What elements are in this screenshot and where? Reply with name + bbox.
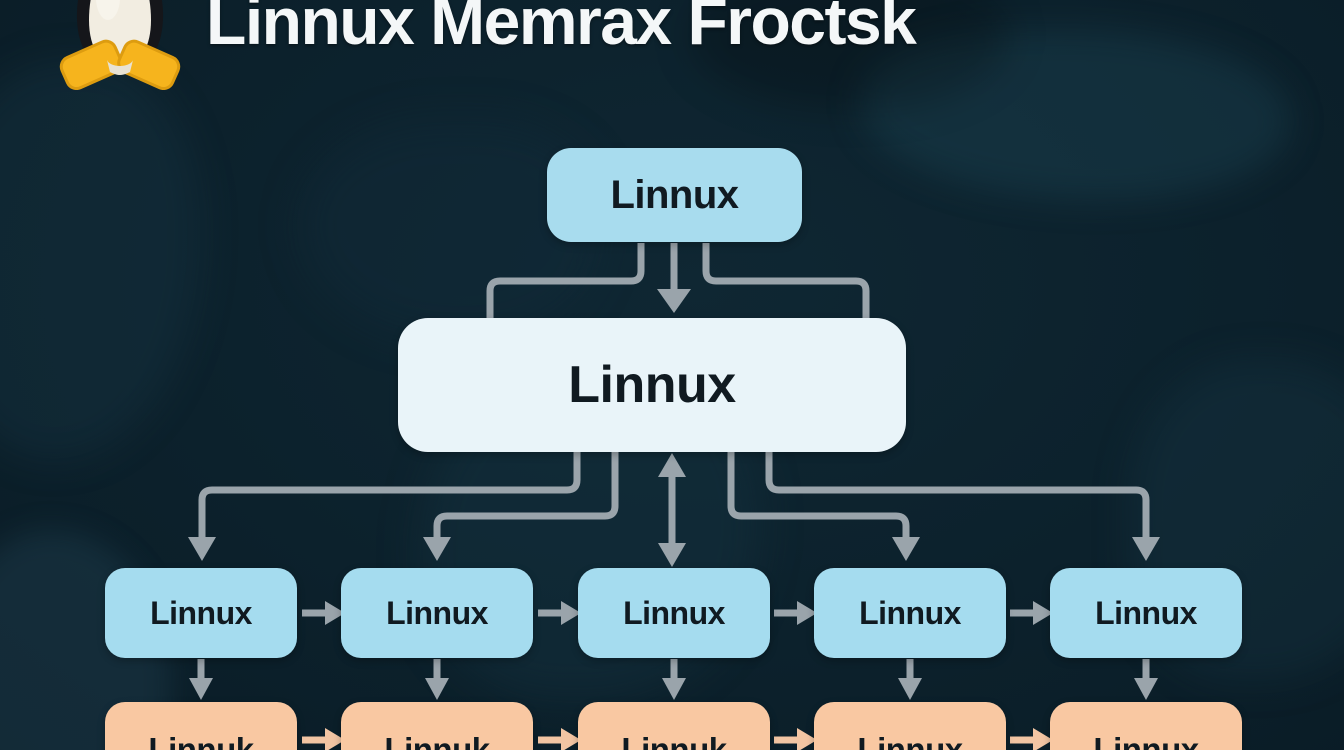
root-node: Linnux [547, 148, 802, 242]
bottom-node-3: Linnuk [578, 702, 770, 750]
mid-node-label: Linnux [150, 594, 252, 631]
mid-node-1: Linnux [105, 568, 297, 658]
map-silhouette-shape [0, 60, 200, 460]
bottom-node-4: Linnux [814, 702, 1006, 750]
bottom-node-label: Linnux [1093, 731, 1199, 750]
bottom-node-label: Linnuk [384, 731, 490, 750]
bottom-node-label: Linnuk [148, 731, 254, 750]
mid-node-label: Linnux [623, 594, 725, 631]
bottom-node-label: Linnuk [621, 731, 727, 750]
bottom-node-1: Linnuk [105, 702, 297, 750]
hub-node-label: Linnux [568, 356, 736, 414]
bottom-node-2: Linnuk [341, 702, 533, 750]
mid-node-4: Linnux [814, 568, 1006, 658]
mid-node-label: Linnux [386, 594, 488, 631]
mid-node-5: Linnux [1050, 568, 1242, 658]
tux-penguin-icon [59, 0, 181, 90]
page-title: Linnux Memrax Froctsk [206, 0, 917, 58]
mid-node-2: Linnux [341, 568, 533, 658]
hub-node: Linnux [398, 318, 906, 452]
mid-node-label: Linnux [1095, 594, 1197, 631]
bottom-node-label: Linnux [857, 731, 963, 750]
root-node-label: Linnux [610, 172, 739, 217]
mid-node-3: Linnux [578, 568, 770, 658]
map-silhouette-shape [860, 30, 1290, 200]
bottom-node-5: Linnux [1050, 702, 1242, 750]
mid-node-label: Linnux [859, 594, 961, 631]
